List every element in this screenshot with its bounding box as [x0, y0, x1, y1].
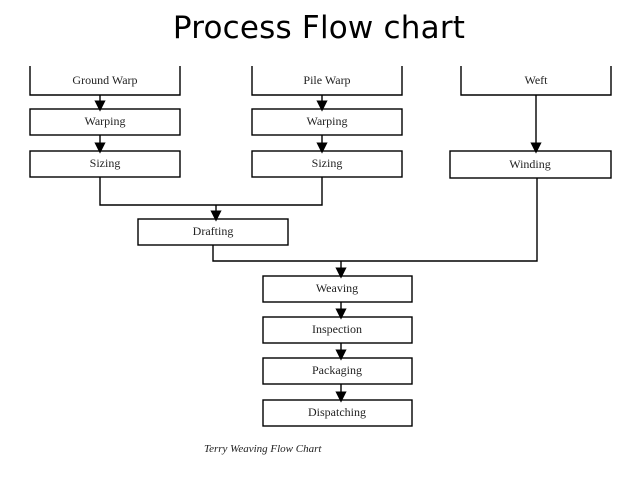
node-winding-label: Winding	[509, 157, 551, 171]
node-dispatching: Dispatching	[262, 399, 413, 427]
line-sizing-merge	[99, 177, 323, 206]
node-weft: Weft	[460, 66, 612, 96]
node-sizing-2-label: Sizing	[312, 156, 343, 170]
node-sizing-2: Sizing	[251, 150, 403, 178]
connectors	[94, 95, 542, 403]
node-sizing-1: Sizing	[29, 150, 181, 178]
node-ground-warp: Ground Warp	[29, 66, 181, 96]
node-warping-1: Warping	[29, 108, 181, 136]
diagram-caption: Terry Weaving Flow Chart	[204, 443, 322, 455]
node-sizing-1-label: Sizing	[90, 156, 121, 170]
node-winding: Winding	[449, 150, 612, 179]
node-pile-warp: Pile Warp	[251, 66, 403, 96]
node-ground-warp-label: Ground Warp	[72, 73, 137, 87]
node-packaging: Packaging	[262, 357, 413, 385]
node-pile-warp-label: Pile Warp	[303, 73, 350, 87]
page-title: Process Flow chart	[172, 10, 466, 46]
node-inspection: Inspection	[262, 316, 413, 344]
node-weaving-label: Weaving	[316, 281, 358, 295]
node-inspection-label: Inspection	[312, 322, 362, 336]
line-drafting-winding-merge	[212, 178, 538, 262]
node-weft-label: Weft	[524, 73, 548, 87]
node-warping-1-label: Warping	[84, 114, 125, 128]
node-warping-2: Warping	[251, 108, 403, 136]
node-warping-2-label: Warping	[306, 114, 347, 128]
node-packaging-label: Packaging	[312, 363, 362, 377]
node-drafting-label: Drafting	[193, 224, 234, 238]
node-dispatching-label: Dispatching	[308, 405, 366, 419]
node-weaving: Weaving	[262, 275, 413, 303]
node-drafting: Drafting	[137, 218, 289, 246]
